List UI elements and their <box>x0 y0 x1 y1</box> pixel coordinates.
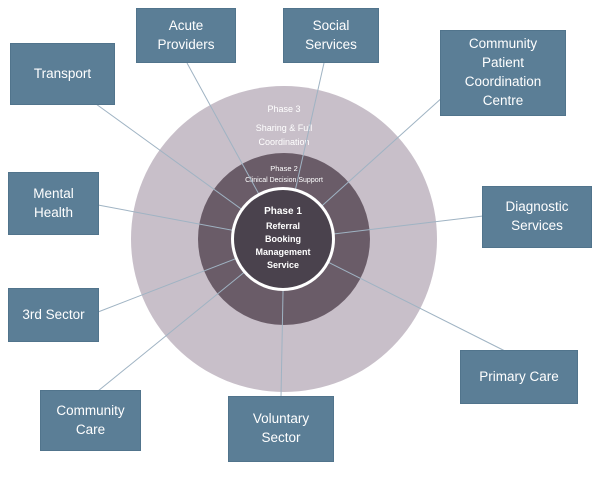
node-community-care-label: Community Care <box>56 402 125 437</box>
phase2-title: Phase 2 <box>270 164 298 173</box>
node-primary-care-label: Primary Care <box>479 368 559 384</box>
node-social-services: Social Services <box>283 8 379 63</box>
node-voluntary-sector-label: Voluntary Sector <box>252 411 310 445</box>
node-community-patient-coordination-centre-label: Community Patient Coordination Centre <box>464 36 542 108</box>
phase1-title: Phase 1 <box>264 205 302 217</box>
node-social-services-label: Social Services <box>305 17 357 52</box>
node-acute-providers: Acute Providers <box>136 8 236 63</box>
node-transport-label: Transport <box>33 65 92 81</box>
phase3-description: Sharing & Full Coordination <box>255 123 313 147</box>
node-diagnostic-services: Diagnostic Services <box>482 186 592 248</box>
node-community-care: Community Care <box>40 390 141 451</box>
phase1-circle: Phase 1 Referral Booking Management Serv… <box>231 187 335 291</box>
node-primary-care: Primary Care <box>460 350 578 404</box>
node-diagnostic-services-label: Diagnostic Services <box>505 199 569 233</box>
phase3-title: Phase 3 <box>267 104 301 114</box>
node-transport: Transport <box>10 43 115 105</box>
phase2-description: Clinical Decision Support <box>245 177 323 184</box>
node-mental-health-label: Mental Health <box>33 185 74 220</box>
node-third-sector: 3rd Sector <box>8 288 99 342</box>
node-third-sector-label: 3rd Sector <box>22 306 85 322</box>
node-voluntary-sector: Voluntary Sector <box>228 396 334 462</box>
node-acute-providers-label: Acute Providers <box>157 17 215 52</box>
phase1-description: Referral Booking Management Service <box>255 220 311 271</box>
node-mental-health: Mental Health <box>8 172 99 235</box>
node-community-patient-coordination-centre: Community Patient Coordination Centre <box>440 30 566 116</box>
